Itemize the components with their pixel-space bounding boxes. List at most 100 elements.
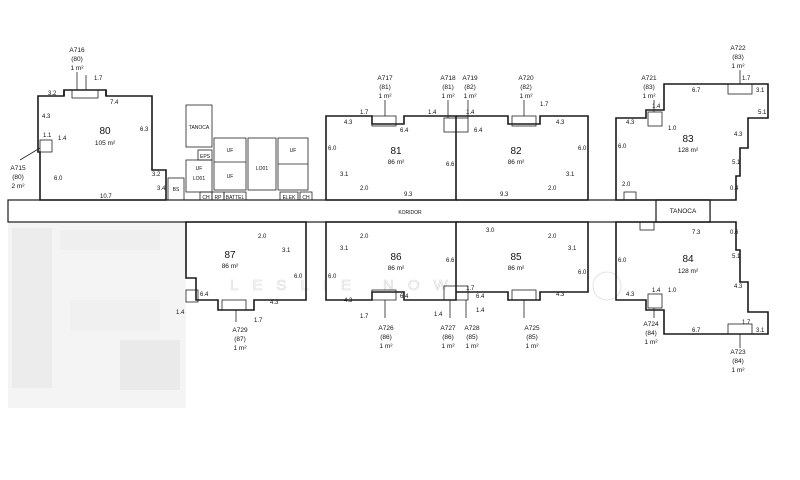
svg-text:(80): (80) <box>71 56 83 63</box>
tag-a719: A719 (82) 1 m² <box>462 75 478 118</box>
svg-text:1.7: 1.7 <box>540 102 549 108</box>
unit-81-niche-box <box>371 115 397 127</box>
unit-83-number: 83 <box>682 134 694 145</box>
watermark: LESLIE NOW <box>230 277 462 294</box>
unit-85-niche-box <box>511 289 537 301</box>
svg-text:UF: UF <box>227 174 234 180</box>
svg-text:(85): (85) <box>466 334 478 341</box>
svg-text:6.0: 6.0 <box>618 144 627 150</box>
unit-81-number: 81 <box>390 146 402 157</box>
svg-text:1.7: 1.7 <box>742 320 751 326</box>
svg-text:A724: A724 <box>643 321 659 328</box>
svg-text:3.2: 3.2 <box>48 91 57 97</box>
svg-text:A727: A727 <box>440 325 456 332</box>
unit-80-shaft <box>39 139 53 153</box>
svg-text:4.3: 4.3 <box>734 284 743 290</box>
unit-81-shaft <box>443 117 457 133</box>
svg-text:5.1: 5.1 <box>732 254 741 260</box>
svg-text:1.1: 1.1 <box>43 133 52 139</box>
svg-text:1 m²: 1 m² <box>464 93 478 100</box>
svg-text:1 m²: 1 m² <box>379 93 393 100</box>
svg-text:LO01: LO01 <box>256 166 268 172</box>
svg-text:(84): (84) <box>732 358 744 365</box>
unit-82-walls <box>456 115 589 201</box>
unit-84-shaft <box>647 293 663 309</box>
svg-text:1.7: 1.7 <box>94 76 103 82</box>
unit-87-niche-box <box>221 299 247 311</box>
svg-text:1 m²: 1 m² <box>234 345 248 352</box>
room-tanoca-left <box>185 104 213 148</box>
unit-83-area: 128 m² <box>678 147 699 154</box>
svg-text:1.0: 1.0 <box>668 288 677 294</box>
svg-text:4.3: 4.3 <box>556 292 565 298</box>
svg-text:1.4: 1.4 <box>652 288 661 294</box>
corridor-rect <box>7 199 711 223</box>
watermark-circle <box>592 271 622 301</box>
svg-text:4.3: 4.3 <box>344 120 353 126</box>
unit-86-area: 86 m² <box>388 265 405 272</box>
svg-text:A722: A722 <box>730 45 746 52</box>
unit-82-shaft <box>455 117 469 133</box>
svg-text:6.0: 6.0 <box>294 274 303 280</box>
svg-text:6.4: 6.4 <box>476 294 485 300</box>
svg-text:1.7: 1.7 <box>742 76 751 82</box>
svg-text:3.1: 3.1 <box>756 328 765 334</box>
svg-text:1 m²: 1 m² <box>526 343 540 350</box>
unit-84: 84 128 m² 7.3 0.6 5.1 4.3 6.7 3.1 6.0 4.… <box>615 221 769 335</box>
svg-text:4.3: 4.3 <box>344 298 353 304</box>
svg-text:6.6: 6.6 <box>446 258 455 264</box>
unit-80-niche <box>63 90 107 96</box>
svg-text:6.4: 6.4 <box>400 128 409 134</box>
svg-text:6.3: 6.3 <box>140 127 149 133</box>
svg-text:(83): (83) <box>643 84 655 91</box>
utility-block: BS TANOCA EPS UF LO01 UF UF LO01 UF CH R… <box>167 104 313 201</box>
unit-85-walls <box>456 221 589 301</box>
svg-text:(80): (80) <box>12 174 24 181</box>
svg-text:5.1: 5.1 <box>732 160 741 166</box>
svg-text:2.0: 2.0 <box>548 234 557 240</box>
svg-text:1 m²: 1 m² <box>732 63 746 70</box>
svg-text:1 m²: 1 m² <box>380 343 394 350</box>
svg-text:2.0: 2.0 <box>360 186 369 192</box>
room-elek <box>279 191 299 201</box>
svg-text:A729: A729 <box>232 327 248 334</box>
svg-text:(86): (86) <box>442 334 454 341</box>
unit-80-niche-box <box>71 89 99 99</box>
svg-text:TANOCA: TANOCA <box>189 125 210 131</box>
unit-86-niche-box <box>371 289 397 301</box>
unit-85: 85 86 m² 3.0 2.0 3.1 6.0 6.4 4.3 1.7 1.4 <box>455 221 589 314</box>
svg-text:A721: A721 <box>641 75 657 82</box>
unit-81: 81 86 m² 4.3 6.4 6.0 6.6 3.1 2.0 9.3 1.7… <box>325 110 457 201</box>
svg-text:1.7: 1.7 <box>466 286 475 292</box>
svg-text:1.4: 1.4 <box>476 308 485 314</box>
svg-text:UF: UF <box>290 148 297 154</box>
unit-83-niche-box <box>727 83 753 95</box>
svg-text:RP: RP <box>215 195 223 201</box>
svg-text:A717: A717 <box>377 75 393 82</box>
svg-text:9.3: 9.3 <box>404 192 413 198</box>
unit-83-shaft <box>647 111 663 127</box>
svg-text:CH: CH <box>202 195 210 201</box>
svg-text:4.3: 4.3 <box>734 132 743 138</box>
svg-text:1.4: 1.4 <box>58 136 67 142</box>
unit-84-walls <box>615 221 769 335</box>
svg-text:7.3: 7.3 <box>692 230 701 236</box>
svg-text:A716: A716 <box>69 47 85 54</box>
svg-text:ELEK: ELEK <box>283 195 296 201</box>
svg-text:A720: A720 <box>518 75 534 82</box>
room-ch-2 <box>299 191 313 201</box>
unit-87-number: 87 <box>224 250 236 261</box>
svg-text:2.0: 2.0 <box>622 182 631 188</box>
svg-text:A726: A726 <box>378 325 394 332</box>
svg-text:1.7: 1.7 <box>360 110 369 116</box>
svg-text:3.1: 3.1 <box>756 88 765 94</box>
unit-80-area: 105 m² <box>95 140 116 147</box>
svg-text:2.0: 2.0 <box>360 234 369 240</box>
svg-text:4.3: 4.3 <box>626 120 635 126</box>
unit-85-area: 86 m² <box>508 265 525 272</box>
unit-82-area: 86 m² <box>508 159 525 166</box>
svg-text:(81): (81) <box>442 84 454 91</box>
annex-tags: A716 (80) 1 m² A715 (80) 2 m² A717 (81) … <box>10 45 746 374</box>
svg-text:3.1: 3.1 <box>340 172 349 178</box>
svg-text:4.3: 4.3 <box>42 114 51 120</box>
